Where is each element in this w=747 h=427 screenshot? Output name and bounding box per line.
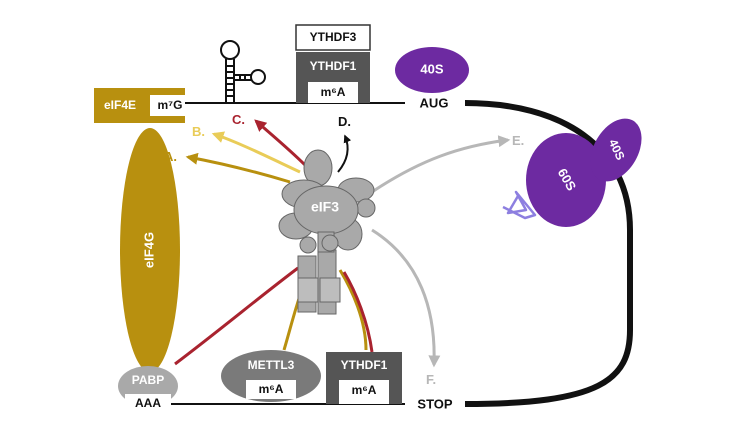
aug-label: AUG [420, 95, 449, 110]
nascent-peptide-icon [502, 190, 537, 220]
arrow-label-d: D. [338, 114, 351, 129]
ribosome-40s-top [395, 47, 469, 93]
eif4g-shape [120, 128, 180, 372]
arrow-c [254, 119, 307, 167]
eif3-label: eIF3 [311, 199, 339, 215]
pabp-label: PABP [132, 373, 164, 387]
mrna-thick-loop [464, 100, 633, 407]
m6a-mettl3-box [246, 380, 296, 399]
arrow-label-a: A. [164, 149, 177, 164]
ythdf1-top-label: YTHDF1 [310, 59, 357, 73]
ribosome-40s-top-label: 40S [420, 61, 443, 76]
arrow-a [185, 152, 291, 184]
arrow-b [211, 131, 301, 174]
arrow-label-b: B. [192, 124, 205, 139]
aaa-box [125, 394, 171, 412]
eif4g-label: eIF4G [141, 232, 156, 268]
ythdf3-box [295, 24, 371, 51]
stem-loop-structure [220, 40, 266, 103]
link-ythdf1-red [342, 271, 374, 353]
m7g-label: m⁷G [158, 98, 183, 112]
eif4e-label: eIF4E [104, 98, 136, 112]
ythdf1-bottom-label: YTHDF1 [341, 358, 388, 372]
m6a-mettl3-label: m⁶A [259, 382, 284, 396]
ythdf3-label: YTHDF3 [310, 30, 357, 44]
link-ythdf1-gold [338, 269, 368, 351]
m6a-bottom-box [339, 380, 389, 404]
m6a-top-label: m⁶A [321, 85, 346, 99]
stop-bg [405, 395, 465, 415]
m6a-bottom-label: m⁶A [352, 383, 377, 397]
arrow-e [371, 135, 511, 194]
link-pabp-red [174, 266, 299, 366]
arrow-label-f: F. [426, 372, 436, 387]
arrow-label-c: C. [232, 112, 245, 127]
m6a-top-box [308, 82, 358, 103]
aaa-label: AAA [135, 396, 161, 410]
stop-label: STOP [417, 396, 452, 411]
ribosome-60s [526, 133, 606, 227]
arrow-label-e: E. [512, 133, 524, 148]
aug-bg [408, 94, 460, 114]
m7g-cap [150, 95, 185, 116]
ribosome-40s-right [590, 118, 642, 182]
mettl3-label: METTL3 [248, 358, 295, 372]
arrow-d [337, 134, 352, 173]
arrow-f [371, 228, 441, 368]
eif3-complex [278, 149, 376, 315]
